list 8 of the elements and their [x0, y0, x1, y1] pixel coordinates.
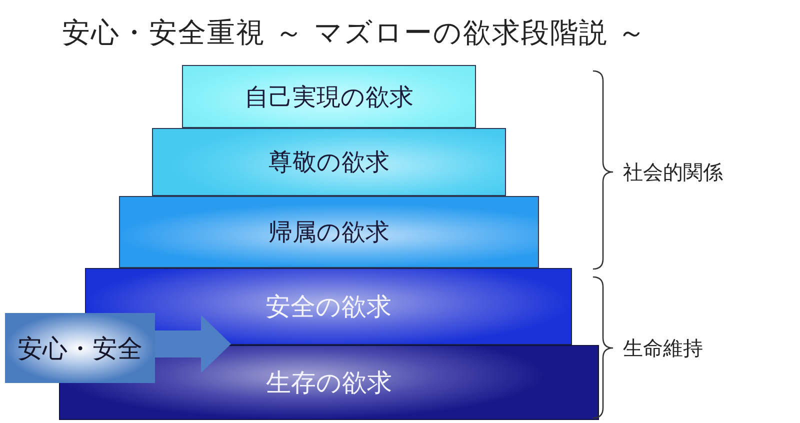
title: 安心・安全重視 ～ マズローの欲求段階説 ～ [62, 15, 647, 51]
bracket-label: 生命維持 [623, 335, 703, 362]
pyramid-level: 自己実現の欲求 [182, 65, 476, 128]
text-box: 安心・安全 [5, 313, 155, 383]
bracket-label: 社会的関係 [623, 159, 723, 186]
pyramid-level: 尊敬の欲求 [152, 128, 506, 196]
pyramid-level: 帰属の欲求 [119, 196, 539, 268]
arrow [155, 315, 231, 373]
